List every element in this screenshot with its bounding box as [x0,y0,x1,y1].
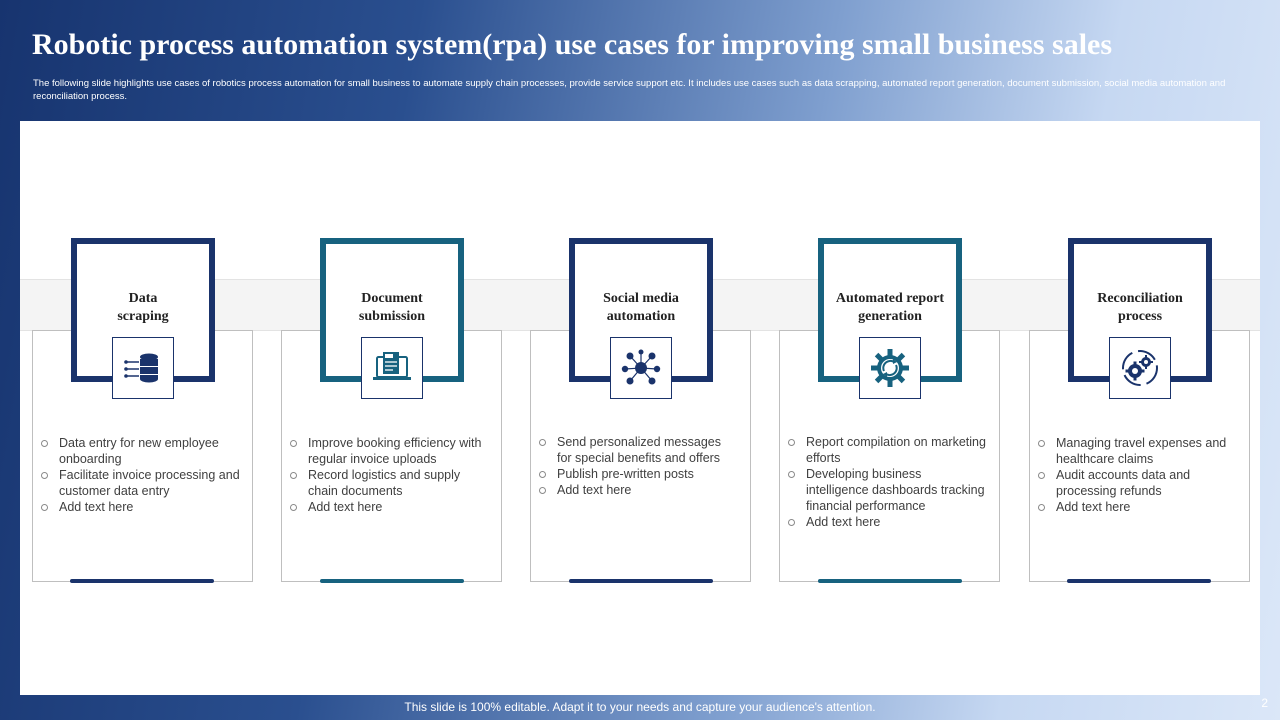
cycle-gears-icon [1109,337,1171,399]
database-icon [112,337,174,399]
use-case-title: Reconciliation process [1097,291,1183,324]
bullet-item: Report compilation on marketing efforts [787,434,987,466]
slide-title: Robotic process automation system(rpa) u… [32,28,1113,61]
bullet-item: Audit accounts data and processing refun… [1037,467,1237,499]
social-network-icon [610,337,672,399]
use-case-bullets: Report compilation on marketing efforts … [787,434,987,530]
use-case-title: Social media automation [603,291,679,324]
bullet-item: Add text here [538,482,738,498]
card-accent-line [70,579,214,583]
bullet-item: Facilitate invoice processing and custom… [40,467,240,499]
card-accent-line [1067,579,1211,583]
bullet-item: Add text here [289,499,489,515]
bullet-item: Publish pre-written posts [538,466,738,482]
bullet-item: Data entry for new employee onboarding [40,435,240,467]
automation-gear-icon [859,337,921,399]
bullet-item: Add text here [40,499,240,515]
use-case-bullets: Improve booking efficiency with regular … [289,435,489,515]
card-accent-line [569,579,713,583]
bullet-item: Record logistics and supply chain docume… [289,467,489,499]
use-case-title: Automated report generation [835,291,945,324]
use-case-title: Document submission [358,291,426,324]
use-case-title: Data scraping [117,291,169,324]
footer-note: This slide is 100% editable. Adapt it to… [404,700,876,714]
tax-document-icon [361,337,423,399]
bullet-item: Add text here [1037,499,1237,515]
card-accent-line [818,579,962,583]
card-accent-line [320,579,464,583]
bullet-item: Improve booking efficiency with regular … [289,435,489,467]
bullet-item: Developing business intelligence dashboa… [787,466,987,514]
use-case-bullets: Send personalized messages for special b… [538,434,738,498]
bullet-item: Send personalized messages for special b… [538,434,738,466]
content-panel: Data scraping Data entry for new employe… [20,121,1260,695]
bullet-item: Add text here [787,514,987,530]
page-number: 2 [1261,696,1268,710]
use-case-bullets: Managing travel expenses and healthcare … [1037,435,1237,515]
bullet-item: Managing travel expenses and healthcare … [1037,435,1237,467]
use-case-bullets: Data entry for new employee onboarding F… [40,435,240,515]
slide-subtitle: The following slide highlights use cases… [33,78,1226,102]
